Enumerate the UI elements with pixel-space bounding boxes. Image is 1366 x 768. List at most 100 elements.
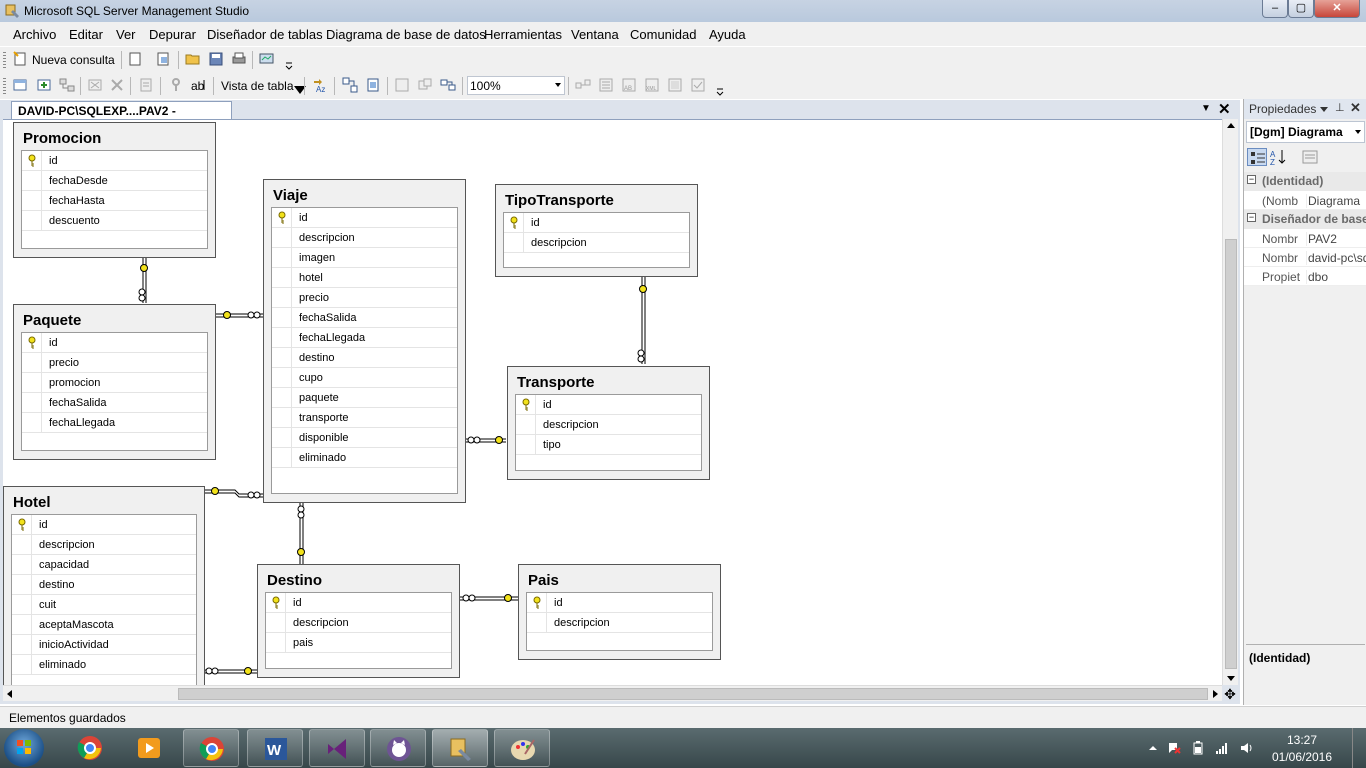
- open-folder-icon[interactable]: [185, 51, 201, 67]
- table-hotel[interactable]: Hotel id descripcion capacidad destino c…: [3, 486, 205, 685]
- taskbar-media[interactable]: [121, 729, 177, 767]
- table-paquete[interactable]: Paquete id precio promocion fechaSalida …: [13, 304, 216, 460]
- categorized-icon[interactable]: [1247, 148, 1267, 166]
- table-pais[interactable]: Pais id descripcion: [518, 564, 721, 660]
- column-row[interactable]: promocion: [22, 373, 207, 393]
- taskbar-paint[interactable]: [494, 729, 550, 767]
- chevron-down-icon[interactable]: [1320, 107, 1328, 113]
- column-row[interactable]: id: [12, 515, 196, 535]
- menu-ayuda[interactable]: Ayuda: [709, 27, 746, 42]
- taskbar-chrome[interactable]: [62, 729, 118, 767]
- recalculate-pages-icon[interactable]: [417, 77, 433, 93]
- column-row[interactable]: descripcion: [527, 613, 712, 633]
- column-row[interactable]: destino: [12, 575, 196, 595]
- properties-object-select[interactable]: [Dgm] Diagrama: [1246, 121, 1365, 143]
- table-viaje[interactable]: Viaje id descripcion imagen hotel precio…: [263, 179, 466, 503]
- scroll-left-icon[interactable]: [7, 690, 12, 698]
- menu-comunidad[interactable]: Comunidad: [630, 27, 697, 42]
- manage-indexes-icon[interactable]: AB: [621, 77, 637, 93]
- toolbar-grip[interactable]: [3, 78, 6, 94]
- delete-table-icon[interactable]: [87, 77, 103, 93]
- tab-diagram[interactable]: DAVID-PC\SQLEXP....PAV2 - Diagrama: [11, 101, 232, 132]
- table-promocion[interactable]: Promocion id fechaDesde fechaHasta descu…: [13, 122, 216, 258]
- manage-fulltext-icon[interactable]: [667, 77, 683, 93]
- horizontal-scrollbar[interactable]: [3, 685, 1222, 701]
- new-query-button[interactable]: Nueva consulta: [32, 53, 115, 67]
- column-row[interactable]: descripcion: [272, 228, 457, 248]
- menu-ventana[interactable]: Ventana: [571, 27, 619, 42]
- collapse-icon[interactable]: −: [1247, 212, 1256, 222]
- column-row[interactable]: eliminado: [12, 655, 196, 675]
- toolbar-grip[interactable]: [3, 52, 6, 68]
- clock-date[interactable]: 01/06/2016: [1271, 750, 1333, 764]
- minimize-button[interactable]: –: [1262, 0, 1288, 18]
- clock-time[interactable]: 13:27: [1286, 733, 1318, 747]
- column-row[interactable]: fechaLlegada: [272, 328, 457, 348]
- signal-icon[interactable]: [1215, 741, 1229, 755]
- action-center-icon[interactable]: [1167, 741, 1181, 755]
- print-icon[interactable]: [231, 51, 247, 67]
- manage-check-constraints-icon[interactable]: [690, 77, 706, 93]
- column-row[interactable]: inicioActividad: [12, 635, 196, 655]
- relationships-text-icon[interactable]: ab: [191, 77, 207, 93]
- property-row[interactable]: Nombr david-pc\sq: [1244, 248, 1366, 267]
- maximize-button[interactable]: ▢: [1288, 0, 1314, 18]
- taskbar-visual-studio[interactable]: [309, 729, 365, 767]
- column-row[interactable]: fechaLlegada: [22, 413, 207, 433]
- taskbar-ssms[interactable]: [432, 729, 488, 767]
- battery-icon[interactable]: [1191, 741, 1205, 755]
- menu-editar[interactable]: Editar: [69, 27, 103, 42]
- show-desktop-button[interactable]: [1352, 728, 1366, 768]
- arrange-tables-icon[interactable]: [342, 77, 358, 93]
- column-row[interactable]: destino: [272, 348, 457, 368]
- column-row[interactable]: descripcion: [516, 415, 701, 435]
- property-row[interactable]: (Nomb Diagrama: [1244, 191, 1366, 210]
- add-table-icon[interactable]: [36, 77, 52, 93]
- column-row[interactable]: fechaSalida: [272, 308, 457, 328]
- column-row[interactable]: fechaDesde: [22, 171, 207, 191]
- scroll-up-icon[interactable]: [1227, 123, 1235, 128]
- column-row[interactable]: aceptaMascota: [12, 615, 196, 635]
- diagram-canvas[interactable]: Promocion id fechaDesde fechaHasta descu…: [3, 119, 1222, 685]
- table-destino[interactable]: Destino id descripcion pais: [257, 564, 460, 678]
- activity-monitor-icon[interactable]: [259, 51, 275, 67]
- column-row[interactable]: transporte: [272, 408, 457, 428]
- column-row[interactable]: disponible: [272, 428, 457, 448]
- autosize-icon[interactable]: Az: [312, 77, 328, 93]
- scroll-right-icon[interactable]: [1213, 690, 1218, 698]
- column-row[interactable]: eliminado: [272, 448, 457, 468]
- toolbar-overflow-icon[interactable]: [712, 81, 724, 97]
- show-hidden-icons-icon[interactable]: [1146, 741, 1160, 755]
- close-button[interactable]: ✕: [1314, 0, 1360, 18]
- menu-herramientas[interactable]: Herramientas: [484, 27, 563, 42]
- new-project-icon[interactable]: [155, 51, 171, 67]
- taskbar-word[interactable]: W: [247, 729, 303, 767]
- show-relationship-labels-icon[interactable]: [575, 77, 591, 93]
- volume-icon[interactable]: [1240, 741, 1254, 755]
- menu-archivo[interactable]: Archivo: [13, 27, 57, 42]
- move-icon[interactable]: ✥: [1224, 686, 1236, 702]
- close-icon[interactable]: ✕: [1350, 100, 1361, 115]
- new-text-annotation-icon[interactable]: [440, 77, 456, 93]
- scroll-thumb[interactable]: [178, 688, 1208, 700]
- column-row[interactable]: capacidad: [12, 555, 196, 575]
- column-row[interactable]: precio: [272, 288, 457, 308]
- generate-script-icon[interactable]: [138, 77, 154, 93]
- column-row[interactable]: descuento: [22, 211, 207, 231]
- property-category-identidad[interactable]: − (Identidad): [1244, 172, 1366, 191]
- column-row[interactable]: id: [504, 213, 689, 233]
- column-row[interactable]: id: [516, 395, 701, 415]
- view-page-breaks-icon[interactable]: [394, 77, 410, 93]
- menu-ver[interactable]: Ver: [116, 27, 136, 42]
- save-icon[interactable]: [208, 51, 224, 67]
- collapse-icon[interactable]: −: [1247, 174, 1256, 184]
- chevron-down-icon[interactable]: [292, 82, 306, 94]
- scroll-thumb[interactable]: [1225, 239, 1237, 669]
- zoom-select[interactable]: 100%: [467, 76, 565, 95]
- vertical-scrollbar[interactable]: [1222, 119, 1238, 685]
- column-row[interactable]: descripcion: [266, 613, 451, 633]
- column-row[interactable]: pais: [266, 633, 451, 653]
- taskbar-github[interactable]: [370, 729, 426, 767]
- menu-disenador-tablas[interactable]: Diseñador de tablas: [207, 27, 323, 42]
